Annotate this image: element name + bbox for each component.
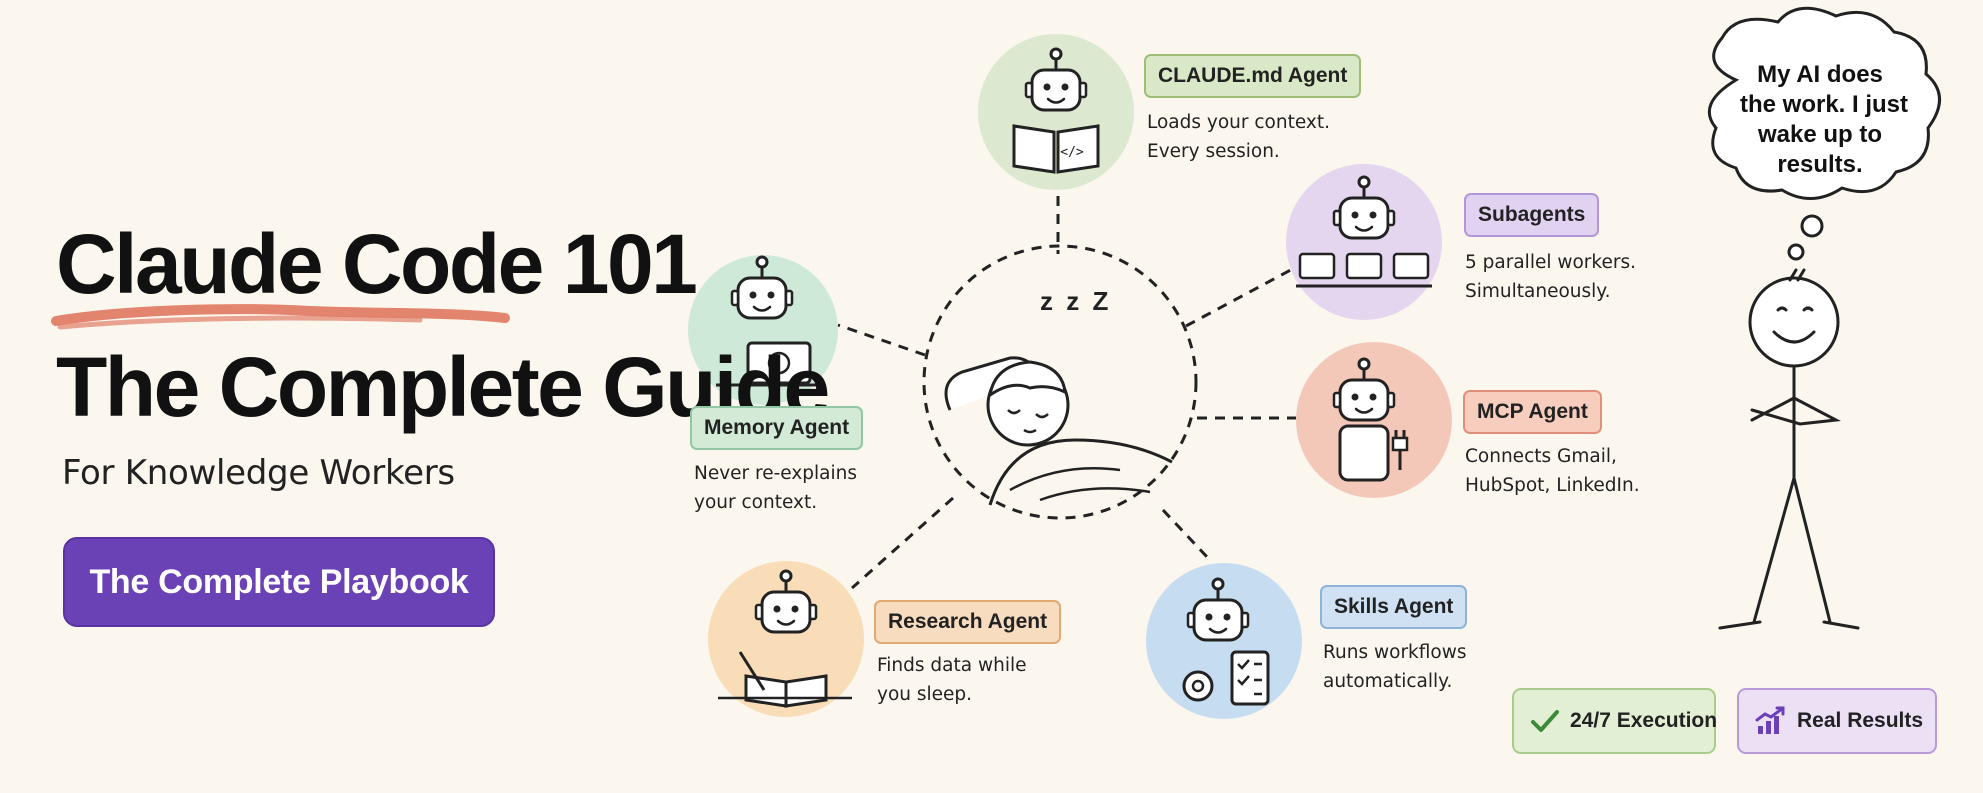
title-line-1: Claude Code 101: [56, 217, 698, 311]
skills-agent-circle: [1146, 563, 1302, 719]
sleep-z-text: z z Z: [1040, 286, 1112, 316]
sleeping-person-icon: [922, 244, 1198, 520]
mcp-agent-circle: [1296, 342, 1452, 498]
mcp-agent-desc: Connects Gmail,HubSpot, LinkedIn.: [1465, 446, 1640, 496]
subagents-label: Subagents: [1464, 193, 1600, 237]
claude-md-agent-circle: </>: [978, 34, 1134, 190]
memory-agent-circle: [688, 255, 838, 405]
research-agent-circle: [708, 561, 864, 717]
svg-text:</>: </>: [1060, 145, 1084, 160]
results-badge-label: Real Results: [1797, 709, 1924, 732]
subagents-circle: [1286, 164, 1442, 320]
execution-badge: 24/7 Execution: [1512, 688, 1718, 754]
stick-figure-icon: [1718, 268, 1860, 630]
thought-bubble: [1707, 6, 1941, 261]
growth-chart-icon: [1755, 706, 1785, 734]
complete-playbook-button[interactable]: The Complete Playbook: [63, 537, 495, 627]
memory-agent-label: Memory Agent: [690, 406, 864, 450]
checkmark-icon: [1531, 710, 1559, 732]
thought-bubble-text: My AI does the work. I just wake up to r…: [1740, 61, 1909, 178]
claude-md-agent-label: CLAUDE.md Agent: [1144, 54, 1362, 98]
dashed-connectors: [837, 196, 1301, 590]
execution-badge-label: 24/7 Execution: [1570, 709, 1718, 732]
subagents-desc: 5 parallel workers.Simultaneously.: [1465, 252, 1636, 302]
results-badge: Real Results: [1737, 688, 1937, 754]
subtitle: For Knowledge Workers: [62, 453, 455, 493]
title-underline-stroke: [51, 304, 510, 326]
claude-md-agent-desc: Loads your context.Every session.: [1147, 112, 1330, 162]
skills-agent-label: Skills Agent: [1320, 585, 1468, 629]
mcp-agent-label: MCP Agent: [1463, 390, 1602, 434]
research-agent-label: Research Agent: [874, 600, 1062, 644]
